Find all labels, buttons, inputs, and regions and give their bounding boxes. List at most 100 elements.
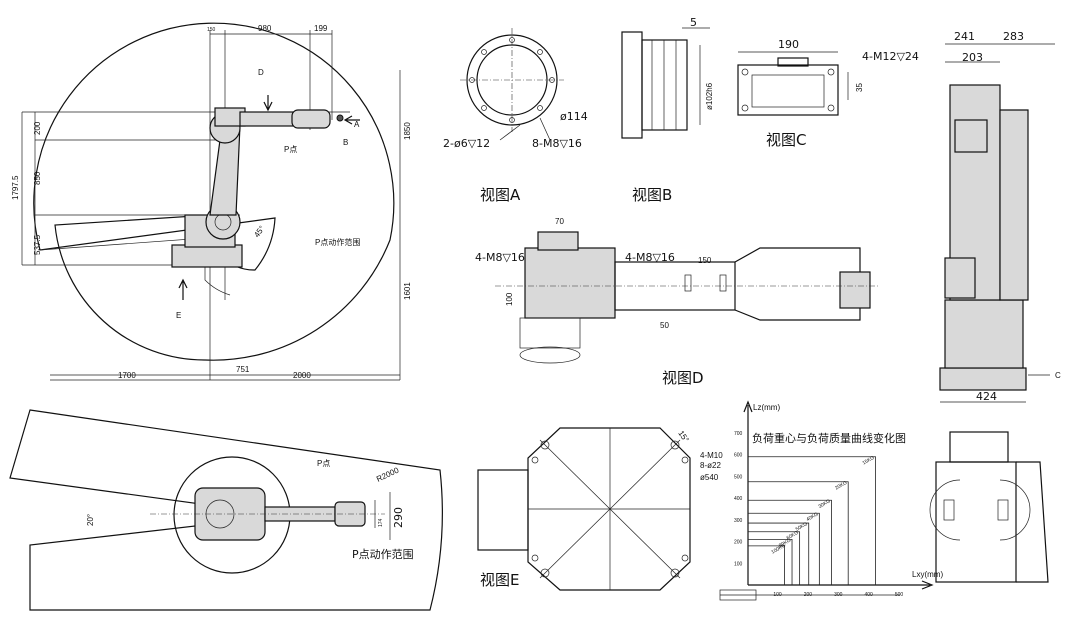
view-d-dim-50: 50 [660, 321, 669, 330]
chart-series-line [748, 522, 810, 585]
detail-slot [997, 499, 1009, 521]
chart-series-label: 50KG [795, 521, 809, 533]
dim-bottom-2000: 2000 [293, 371, 311, 380]
chart-x-tick-label: 200 [804, 592, 813, 598]
view-c-dim-3: 35 [855, 83, 864, 92]
right-dim-283: 283 [1003, 30, 1024, 43]
chart-x-tick-label: 500 [895, 592, 904, 598]
top-angle: 20° [86, 514, 95, 526]
view-c-dim-1: 190 [778, 38, 799, 51]
chart-x-arrow [921, 580, 934, 590]
view-a: 2-ø6▽12 8-M8▽16 ø114 视图A [443, 28, 588, 204]
right-dim-203: 203 [962, 51, 983, 64]
view-d-callout-2: 4-M8▽16 [625, 251, 675, 264]
right-view: 241 283 203 424 C [939, 30, 1061, 403]
top-view: P点 R2000 20° 174 290 P点动作范围 [9, 409, 443, 611]
label-b: B [343, 138, 348, 147]
view-d-slot [684, 274, 692, 292]
view-d-dim-100: 100 [505, 292, 514, 306]
view-d-dim-70: 70 [555, 217, 564, 226]
chart-series-line [748, 512, 820, 585]
view-c-recess [751, 74, 825, 108]
chart-series-label: 15KG [862, 455, 876, 467]
dim-bottom-751: 751 [236, 365, 250, 374]
view-c: 190 4-M12▽24 35 视图C [737, 38, 919, 149]
view-c-body [737, 64, 839, 116]
detail-view [929, 431, 1049, 583]
chart-series-line [748, 531, 801, 585]
view-c-top-tab [777, 57, 809, 67]
chart-series-label: 60KG [786, 530, 800, 542]
top-range-label: P点动作范围 [352, 547, 414, 561]
right-dim-424: 424 [976, 390, 997, 403]
chart-y-arrow [743, 400, 753, 413]
view-b: 5 ø102h6 视图B [621, 16, 714, 204]
right-arm-side [999, 109, 1029, 301]
view-a-bolt-holes [469, 37, 555, 123]
right-dim-241: 241 [954, 30, 975, 43]
dim-left-850: 850 [33, 171, 42, 185]
dim-top-150: 150 [207, 27, 216, 33]
view-d-slot [719, 274, 727, 292]
chart-x-tick-label: 100 [773, 592, 782, 598]
right-label-c: C [1055, 371, 1061, 380]
view-c-dim-2: 4-M12▽24 [862, 50, 919, 63]
view-d-end-motor [839, 271, 871, 309]
label-d: D [258, 68, 264, 77]
chart-y-tick-label: 100 [734, 561, 743, 567]
chart-y-tick-label: 700 [734, 431, 743, 437]
right-motor [954, 119, 988, 153]
view-b-body [641, 39, 688, 131]
detail-side-plate [1016, 461, 1049, 583]
chart-series-line [748, 499, 832, 585]
dim-bottom-1700: 1700 [118, 371, 136, 380]
chart-y-tick-label: 200 [734, 540, 743, 546]
dim-top-980: 980 [258, 24, 272, 33]
chart-series-line [748, 481, 849, 585]
view-a-leader [539, 117, 551, 141]
view-d-base [519, 317, 581, 349]
chart-x-tick-label: 300 [834, 592, 843, 598]
arrow-a [343, 115, 360, 125]
view-d-base-ring [519, 346, 581, 364]
dim-top-199: 199 [314, 24, 328, 33]
view-d-top-motor [537, 231, 579, 251]
view-e: 4-M10 8-ø22 ø540 15° 视图E [477, 427, 723, 591]
dim-left-200: 200 [33, 121, 42, 135]
top-p-label: P点 [317, 459, 330, 468]
chart-series-label: 40KG [805, 511, 819, 523]
view-b-dim-2: ø102h6 [705, 82, 714, 110]
chart-y-tick-label: 600 [734, 453, 743, 459]
dim-right-1850: 1850 [403, 122, 412, 140]
label-range: P点动作范围 [315, 237, 360, 247]
view-d-title: 视图D [662, 369, 704, 387]
dim-right-1601: 1601 [403, 282, 412, 300]
view-a-leader [499, 124, 521, 141]
label-a: A [354, 120, 360, 129]
robot-base [171, 244, 243, 268]
robot-wrist [291, 109, 331, 129]
chart-series-label: 80KG [778, 537, 792, 549]
top-dim-174: 174 [378, 518, 384, 527]
view-c-hole [741, 68, 749, 76]
dim-left-537: 537.5 [33, 234, 42, 255]
view-b-dim-1: 5 [690, 16, 697, 29]
detail-slot [943, 499, 955, 521]
view-c-hole [827, 104, 835, 112]
view-b-flange [621, 31, 643, 139]
top-dim-290: 290 [392, 507, 405, 528]
chart-series-line [748, 456, 876, 585]
right-lower-motor [944, 257, 976, 299]
detail-curve [929, 479, 1031, 541]
dim-left-1797: 1797.5 [11, 175, 20, 200]
view-c-hole [827, 68, 835, 76]
p-point-marker [336, 114, 344, 122]
chart-ylabel: Lz(mm) [753, 403, 780, 412]
view-e-dim-2: ø540 [700, 473, 719, 482]
view-e-side-box [477, 469, 529, 551]
arrow-e [178, 278, 188, 300]
view-e-holes [531, 440, 689, 578]
